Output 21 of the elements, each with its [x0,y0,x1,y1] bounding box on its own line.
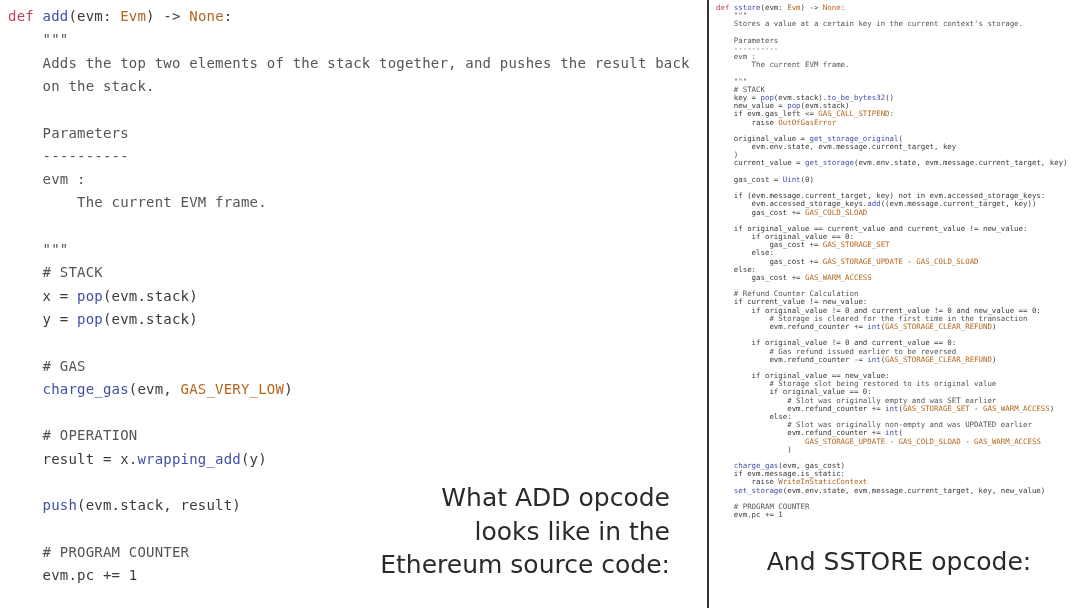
code-comment: # STACK [42,263,103,283]
code-line: result = x.wrapping_add(y) [42,449,267,470]
caption-text: What ADD opcode looks like in the Ethereum source code: [379,482,670,581]
docstring-line: evm : [42,170,86,190]
code-comment: # PROGRAM COUNTER [42,542,190,562]
docstring-line: Adds the top two elements of the stack together, and pushes the result back [42,53,690,73]
code-line: def add(evm: Evm) -> None: [8,7,233,26]
docstring-line: """ [42,240,69,259]
docstring-line: """ [42,30,69,50]
code-line: push(evm.stack, result) [42,496,241,516]
code-line: charge_gas(evm, GAS_VERY_LOW) [42,379,293,400]
code-comment: # OPERATION [42,426,138,446]
docstring-line: Parameters [42,123,129,143]
docstring-line: The current EVM frame. [77,193,267,213]
code-comment: # GAS [42,356,86,376]
docstring-line: ---------- [42,146,129,166]
code-line: x = pop(evm.stack) [42,286,198,306]
code-line: y = pop(evm.stack) [42,309,198,329]
code-line: evm.pc += 1 [42,566,138,586]
docstring-line: on the stack. [42,76,155,96]
caption-text: And SSTORE opcode: [765,546,1033,578]
